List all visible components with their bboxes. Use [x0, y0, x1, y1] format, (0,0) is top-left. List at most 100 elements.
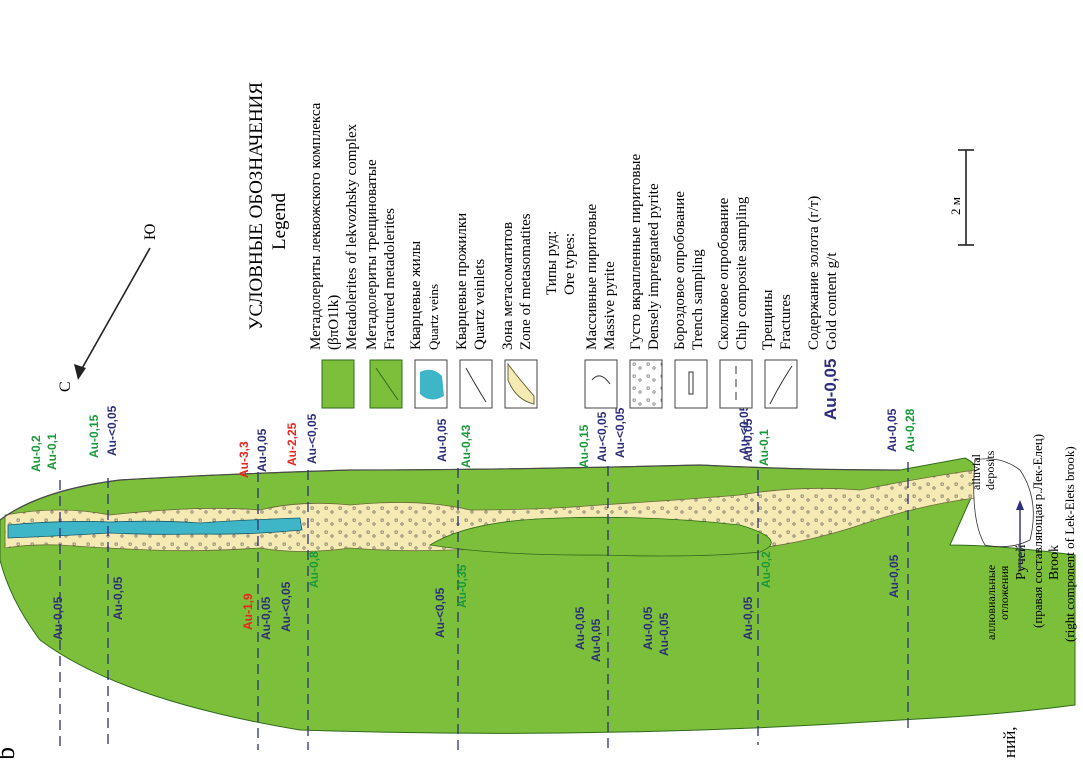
- quartz-vein: [7, 517, 303, 539]
- ore-heading-ru: Типы руд:: [544, 231, 560, 295]
- legend-item-2-en: Fractured metadolerites: [382, 208, 398, 350]
- au-label: Au-<0,05: [595, 411, 609, 462]
- au-label: Au-0,15: [87, 414, 101, 458]
- au-label: Au-3,3: [237, 441, 251, 478]
- ore-item-4-ru: Сколковое опробование: [716, 197, 732, 350]
- legend-item-1-en: Metadolerites of lekvozhsky complex: [344, 123, 360, 350]
- ore-item-1-en: Massive pyrite: [602, 261, 618, 350]
- au-label: Au-0,05: [111, 576, 125, 620]
- legend-item-1-ru: Метадолериты леквожского комплекса: [308, 102, 324, 350]
- alluvial-patch: [973, 458, 1034, 548]
- au-label: Au-<0,05: [737, 404, 751, 455]
- au-label: Au-1,9: [241, 593, 255, 630]
- ore-item-1-ru: Массивные пиритовые: [584, 203, 600, 350]
- legend-veinlet-mark: [465, 367, 487, 403]
- au-label: Au-0,05: [255, 428, 269, 472]
- legend-pyrite-mark: [591, 375, 611, 385]
- au-label: Au-0,2: [759, 551, 773, 588]
- brook-arrow-head: [1016, 500, 1024, 510]
- legend-fractures-mark: [769, 365, 793, 405]
- ore-item-5-ru: Трещины: [760, 290, 776, 350]
- alluvial-en-1: alluvial: [969, 453, 983, 490]
- alluvial-en-2: deposits: [983, 450, 997, 490]
- legend-metasomatite-fill: [507, 362, 535, 405]
- brook-ru-2: (правая составляющая р.Лек-Елец): [1030, 434, 1045, 628]
- au-label: Au-0,15: [577, 424, 591, 468]
- legend: УСЛОВНЫЕ ОБОЗНАЧЕНИЯ Legend Метадолериты…: [246, 82, 840, 420]
- scale-bar: 2 м: [948, 149, 974, 246]
- scale-bar-label: 2 м: [948, 197, 963, 215]
- au-label: Au-0,05: [435, 418, 449, 462]
- au-label: Au-0,05: [741, 418, 755, 462]
- au-label: Au-0,43: [459, 424, 473, 468]
- north-arrow: С Ю: [57, 224, 159, 392]
- au-label: Au-0,28: [903, 408, 917, 452]
- alluvial-ru-1: аллювиальные: [984, 565, 998, 640]
- brook-annotation: аллювиальные отложения alluvial deposits…: [969, 434, 1077, 642]
- legend-title-ru: УСЛОВНЫЕ ОБОЗНАЧЕНИЯ: [246, 82, 267, 330]
- au-label: Au-0,05: [887, 554, 901, 598]
- legend-item-2-ru: Метадолериты трещиноватые: [364, 159, 380, 350]
- au-label: Au-2,25: [285, 422, 299, 466]
- sampling-lines: [59, 462, 909, 750]
- au-label: Au-0,05: [741, 596, 755, 640]
- ore-item-3-ru: Бороздовое опробование: [672, 191, 688, 350]
- left-text-fragment: ний,: [1000, 726, 1019, 758]
- brook-en-2: (right component of Lek-Elets brook): [1062, 446, 1077, 642]
- legend-swatch-quartz-veinlets: [459, 359, 493, 409]
- au-label: Au-<0,05: [433, 587, 447, 638]
- legend-fracture-mark: [375, 367, 399, 401]
- legend-swatch-impregnated-pyrite: [629, 359, 663, 409]
- legend-item-3-ru: Кварцевые жилы: [408, 241, 424, 350]
- legend-title-en: Legend: [269, 193, 290, 250]
- ore-item-4-en: Chip composite sampling: [734, 196, 750, 350]
- brook-en: Brook: [1047, 545, 1062, 580]
- au-label: Au-0,8: [307, 551, 321, 588]
- au-label: Au-<0,05: [305, 413, 319, 464]
- au-label: Au-<0,05: [613, 407, 627, 458]
- legend-item-5-ru: Зона метасоматитов: [500, 222, 516, 350]
- legend-swatch-trench: [674, 359, 708, 409]
- au-label: Au-<0,05: [105, 405, 119, 456]
- legend-item-3-en: Quartz veins: [426, 284, 441, 350]
- fragment-line-1: ний,: [1000, 726, 1019, 758]
- legend-swatch-metadolerites: [321, 359, 355, 409]
- au-label: Au-0,05: [589, 618, 603, 662]
- au-label: Au-0,2: [29, 435, 43, 472]
- alluvial-ru-2: отложения: [997, 565, 1011, 620]
- north-arrow-line: [79, 247, 151, 373]
- legend-swatch-massive-pyrite: [584, 359, 618, 409]
- au-label: Au-0,35: [455, 564, 469, 608]
- legend-item-1-ru2: (βπO1lk): [326, 295, 342, 350]
- legend-item-4-ru: Кварцевые прожилки: [454, 213, 470, 350]
- map-body: [0, 457, 1076, 734]
- legend-gold-en: Gold content g/t: [824, 252, 840, 350]
- au-label: Au-<0,05: [279, 581, 293, 632]
- panel-label: b: [0, 747, 20, 758]
- au-label: Au-0,05: [259, 596, 273, 640]
- ore-item-5-en: Fractures: [778, 294, 794, 350]
- au-label: Au-0,05: [641, 606, 655, 650]
- fractured-metadolerite-lens: [428, 516, 772, 557]
- au-label: Au-0,05: [51, 596, 65, 640]
- ore-heading-en: Ore types:: [562, 233, 578, 295]
- brook-ru: Ручей: [1014, 544, 1029, 580]
- legend-item-4-en: Quartz veinlets: [472, 259, 488, 350]
- au-label: Au-0,05: [657, 612, 671, 656]
- au-label: Au-0,1: [757, 429, 771, 466]
- legend-quartz-fill: [420, 369, 444, 400]
- legend-trench-mark: [688, 371, 694, 395]
- south-label: Ю: [142, 224, 159, 240]
- legend-swatch-fractured: [369, 359, 403, 409]
- map-top-edge: [0, 464, 901, 521]
- ore-item-3-en: Trench sampling: [690, 249, 706, 350]
- ore-item-2-en: Densely impregnated pyrite: [646, 183, 662, 350]
- au-label: Au-0,05: [885, 408, 899, 452]
- au-label: Au-0,1: [45, 433, 59, 470]
- legend-gold-ru: Содержание золота (г/т): [806, 196, 822, 350]
- north-arrow-head: [74, 364, 86, 380]
- au-label: Au-0,05: [573, 606, 587, 650]
